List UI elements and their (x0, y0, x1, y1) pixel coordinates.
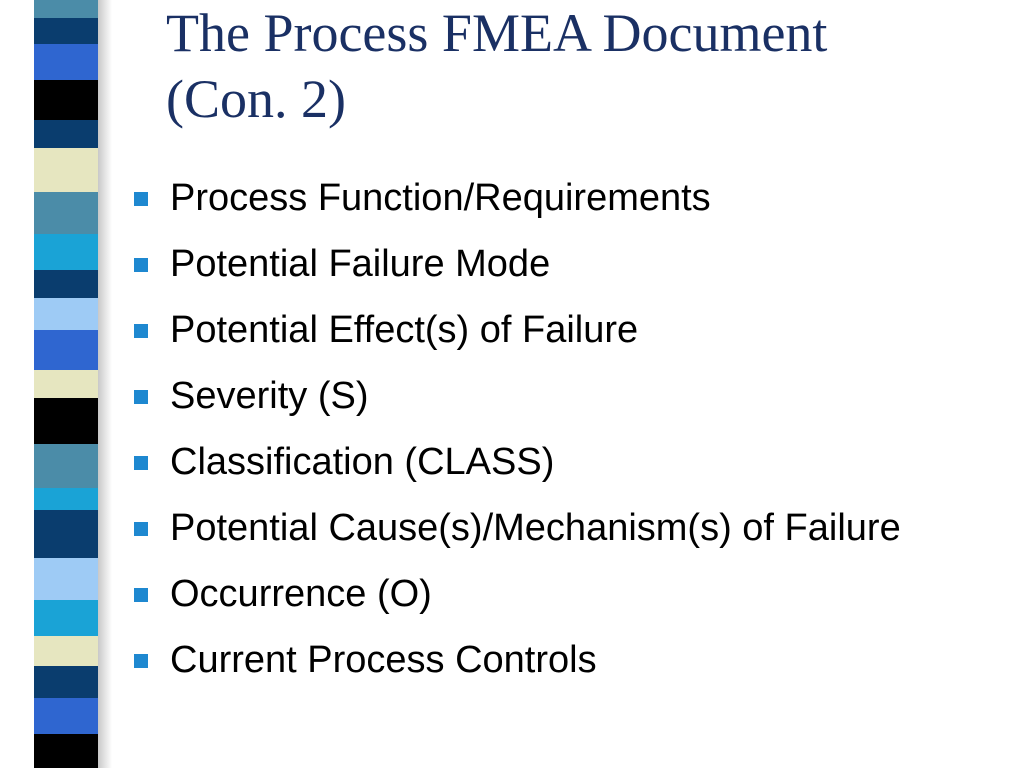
decorative-stripe-band (0, 0, 120, 768)
bullet-list: Process Function/Requirements Potential … (134, 176, 994, 704)
square-bullet-icon (134, 456, 148, 470)
bullet-text: Classification (CLASS) (170, 441, 555, 483)
bullet-text: Severity (S) (170, 375, 369, 417)
bullet-text: Potential Cause(s)/Mechanism(s) of Failu… (170, 507, 901, 549)
bullet-item: Severity (S) (134, 374, 994, 418)
square-bullet-icon (134, 390, 148, 404)
bullet-item: Occurrence (O) (134, 572, 994, 616)
bullet-item: Classification (CLASS) (134, 440, 994, 484)
decorative-stripe-column (34, 0, 98, 768)
slide-title: The Process FMEA Document (Con. 2) (166, 0, 986, 132)
square-bullet-icon (134, 654, 148, 668)
square-bullet-icon (134, 192, 148, 206)
bullet-item: Process Function/Requirements (134, 176, 994, 220)
stripe-edge-shadow (98, 0, 112, 768)
bullet-item: Potential Effect(s) of Failure (134, 308, 994, 352)
title-line-1: The Process FMEA Document (166, 3, 828, 63)
title-line-2: (Con. 2) (166, 69, 346, 129)
bullet-text: Process Function/Requirements (170, 177, 711, 219)
square-bullet-icon (134, 258, 148, 272)
square-bullet-icon (134, 588, 148, 602)
bullet-text: Current Process Controls (170, 639, 597, 681)
square-bullet-icon (134, 324, 148, 338)
square-bullet-icon (134, 522, 148, 536)
bullet-text: Potential Effect(s) of Failure (170, 309, 639, 351)
bullet-text: Potential Failure Mode (170, 243, 551, 285)
bullet-text: Occurrence (O) (170, 573, 432, 615)
bullet-item: Potential Failure Mode (134, 242, 994, 286)
bullet-item: Potential Cause(s)/Mechanism(s) of Failu… (134, 506, 994, 550)
bullet-item: Current Process Controls (134, 638, 994, 682)
